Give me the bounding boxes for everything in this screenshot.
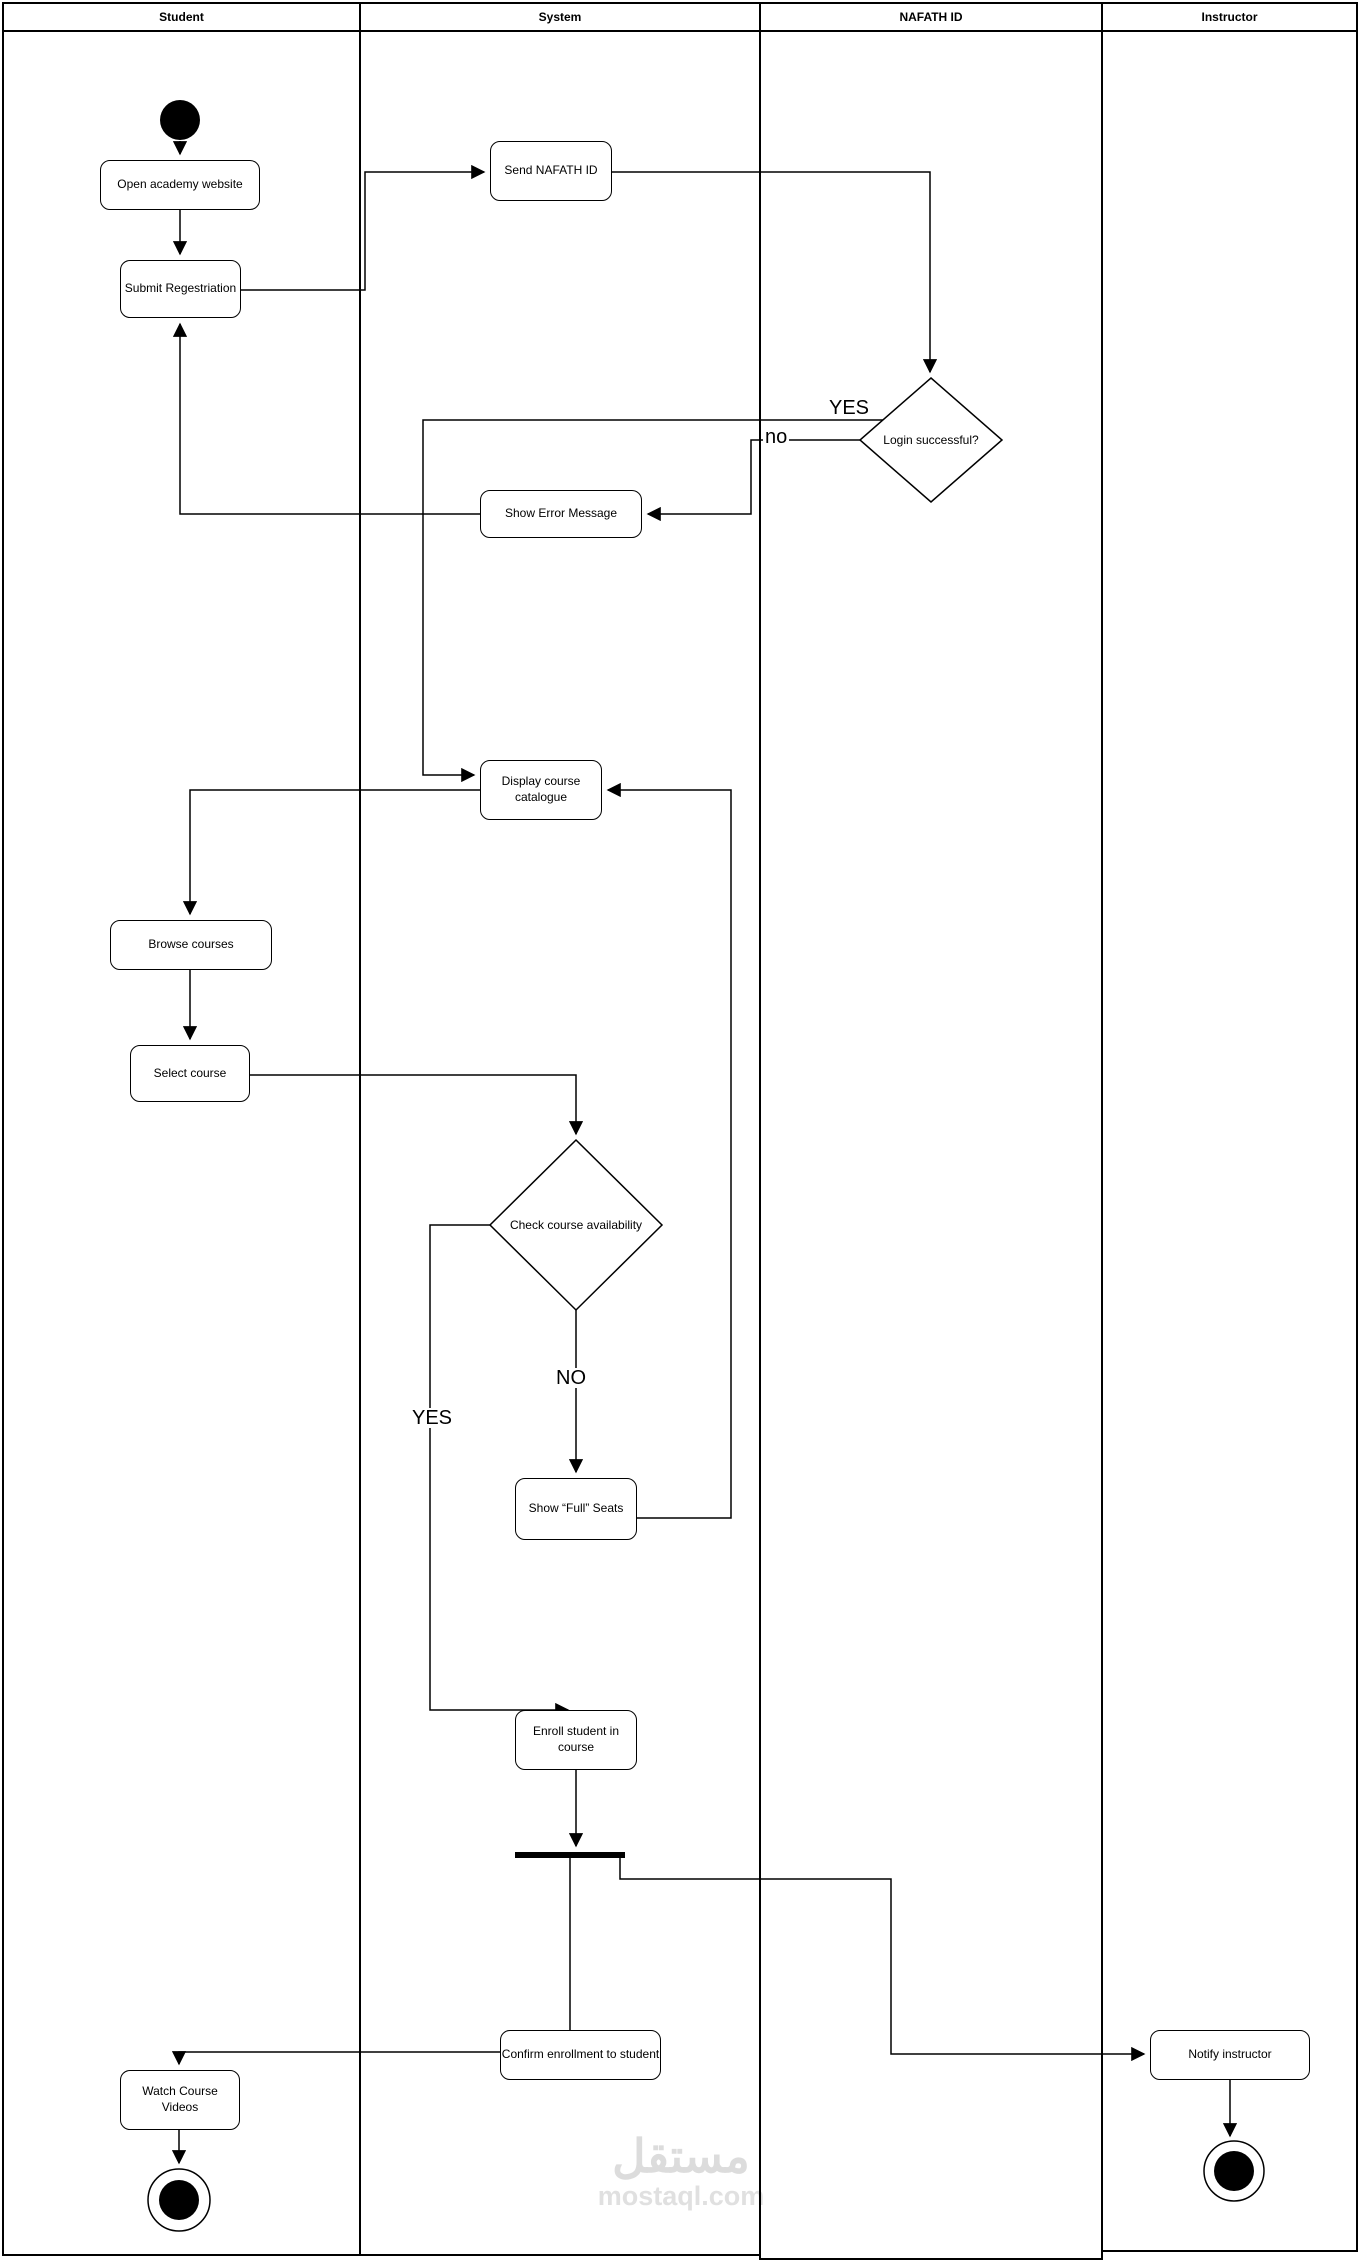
edge-display-catalogue-to-browse bbox=[182, 789, 480, 916]
decision-check-course-availability[interactable] bbox=[488, 1138, 664, 1312]
activity-label: Display course catalogue bbox=[501, 774, 581, 804]
activity-label: Open academy website bbox=[117, 177, 243, 192]
lane-system bbox=[359, 2, 761, 2256]
edge-confirm-to-watch-videos bbox=[171, 2051, 500, 2066]
lane-label: NAFATH ID bbox=[899, 10, 963, 24]
decision-label-check-course-availability: Check course availability bbox=[496, 1210, 656, 1240]
lane-nafath-id bbox=[759, 2, 1103, 2260]
activity-browse-courses[interactable]: Browse courses bbox=[110, 920, 272, 970]
activity-enroll-student-in-course[interactable]: Enroll student in course bbox=[515, 1710, 637, 1770]
edge-login-no-to-show-error bbox=[646, 439, 861, 522]
activity-send-nafath-id[interactable]: Send NAFATH ID bbox=[490, 141, 612, 201]
activity-label: Send NAFATH ID bbox=[504, 163, 598, 178]
activity-open-academy-website[interactable]: Open academy website bbox=[100, 160, 260, 210]
edge-show-error-to-submit bbox=[172, 322, 480, 515]
lane-header-instructor: Instructor bbox=[1102, 3, 1357, 31]
edge-label-login-yes: YES bbox=[827, 397, 872, 419]
activity-confirm-enrollment-to-student[interactable]: Confirm enrollment to student bbox=[500, 2030, 661, 2080]
edge-label-availability-yes: YES bbox=[410, 1407, 455, 1429]
lane-label: Instructor bbox=[1201, 10, 1258, 24]
edge-login-yes-to-display-catalogue bbox=[422, 419, 884, 783]
activity-show-full-seats[interactable]: Show “Full” Seats bbox=[515, 1478, 637, 1540]
final-node-instructor[interactable] bbox=[1203, 2140, 1265, 2202]
lane-header-system: System bbox=[360, 3, 760, 31]
watermark-arabic: مستقل bbox=[612, 2130, 750, 2182]
edge-send-nafath-to-login-decision bbox=[612, 171, 938, 374]
activity-label: Show “Full” Seats bbox=[528, 1501, 624, 1516]
decision-label: Login successful? bbox=[883, 433, 979, 447]
decision-login-successful[interactable] bbox=[858, 377, 1004, 503]
lane-student bbox=[2, 2, 361, 2256]
activity-label: Watch Course Videos bbox=[142, 2084, 218, 2114]
edge-select-to-availability-decision bbox=[250, 1074, 584, 1136]
activity-label: Select course bbox=[153, 1065, 227, 1080]
edge-fork-to-notify-instructor bbox=[619, 1858, 1146, 2062]
final-node-instructor-inner bbox=[1214, 2151, 1254, 2191]
lane-label: Student bbox=[159, 10, 204, 24]
activity-label: Confirm enrollment to student bbox=[501, 2047, 660, 2062]
watermark-latin: mostaql.com bbox=[597, 2180, 765, 2211]
activity-label: Browse courses bbox=[148, 937, 234, 952]
edge-label-login-no: no bbox=[763, 426, 790, 448]
watermark: مستقل mostaql.com bbox=[586, 2130, 776, 2210]
activity-display-course-catalogue[interactable]: Display course catalogue bbox=[480, 760, 602, 820]
start-node[interactable] bbox=[160, 100, 200, 140]
activity-label: Enroll student in course bbox=[532, 1724, 620, 1754]
lane-header-nafath-id: NAFATH ID bbox=[760, 3, 1102, 31]
fork-bar[interactable] bbox=[515, 1852, 625, 1858]
activity-watch-course-videos[interactable]: Watch Course Videos bbox=[120, 2070, 240, 2130]
activity-notify-instructor[interactable]: Notify instructor bbox=[1150, 2030, 1310, 2080]
edge-show-full-to-display-catalogue bbox=[606, 782, 732, 1519]
activity-label: Submit Regestriation bbox=[124, 281, 237, 296]
activity-submit-registration[interactable]: Submit Regestriation bbox=[120, 260, 241, 318]
activity-label: Notify instructor bbox=[1188, 2047, 1272, 2062]
lane-header-student: Student bbox=[3, 3, 360, 31]
decision-label: Check course availability bbox=[509, 1218, 643, 1232]
final-node-student-inner bbox=[159, 2180, 199, 2220]
lane-instructor bbox=[1101, 2, 1358, 2252]
edge-submit-to-send-nafath bbox=[241, 164, 486, 291]
activity-show-error-message[interactable]: Show Error Message bbox=[480, 490, 642, 538]
activity-select-course[interactable]: Select course bbox=[130, 1045, 250, 1102]
decision-label-login-successful: Login successful? bbox=[861, 425, 1001, 455]
edge-availability-yes-to-enroll bbox=[429, 1224, 570, 1718]
edge-label-availability-no: NO bbox=[554, 1367, 588, 1389]
final-node-student[interactable] bbox=[147, 2168, 211, 2232]
lane-label: System bbox=[538, 10, 582, 24]
activity-label: Show Error Message bbox=[504, 506, 618, 521]
